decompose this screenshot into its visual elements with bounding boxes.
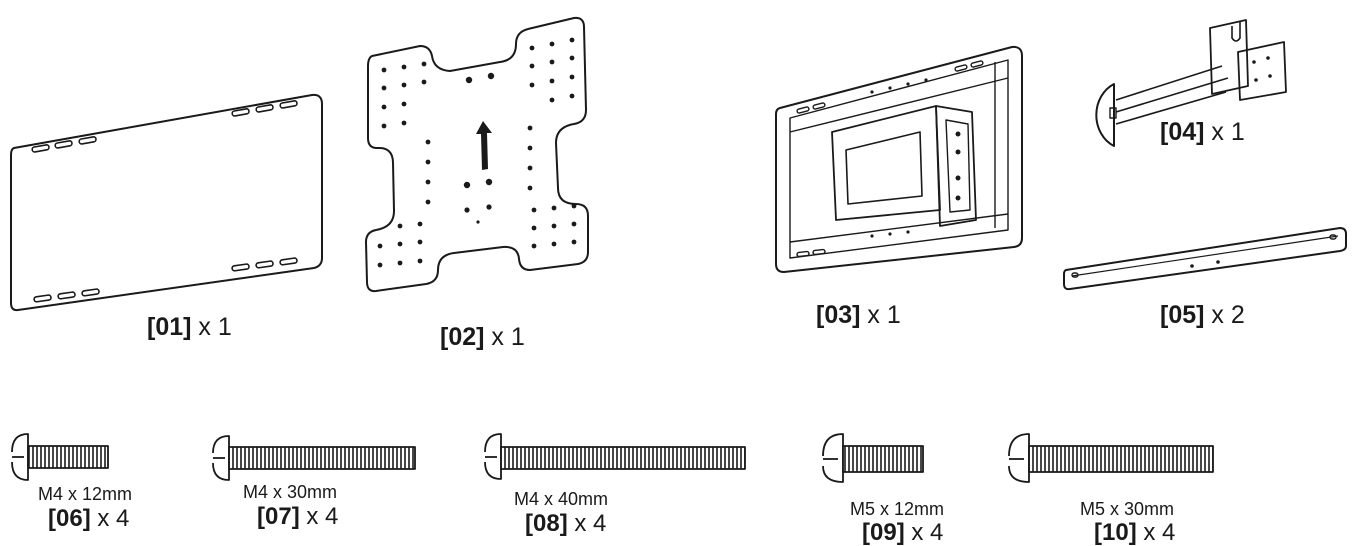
screw-06-id: [06]	[48, 505, 91, 532]
screw-09-id: [09]	[862, 519, 905, 546]
screw-09-size: M5 x 12mm	[850, 499, 945, 519]
part-02-id: [02]	[440, 323, 485, 351]
part-04-id: [04]	[1160, 118, 1205, 146]
screw-09-label: [09] x 4	[862, 521, 943, 545]
screw-08-id: [08]	[525, 510, 568, 537]
part-03-wall-frame	[775, 45, 1023, 273]
part-05-qty: x 2	[1211, 301, 1245, 329]
part-03-id: [03]	[816, 301, 861, 329]
part-03-qty: x 1	[867, 301, 901, 329]
screw-07-label: [07] x 4	[257, 505, 338, 529]
part-01-label: [01] x 1	[147, 315, 232, 340]
part-04-bracket	[1095, 19, 1287, 147]
screw-10-label: [10] x 4	[1094, 521, 1175, 545]
screw-06-label: [06] x 4	[48, 507, 129, 531]
adapter-holes	[377, 37, 577, 268]
part-05-label: [05] x 2	[1160, 303, 1245, 328]
up-arrow-icon	[476, 121, 492, 170]
screw-10-qty: x 4	[1143, 519, 1176, 546]
screw-07-qty: x 4	[306, 503, 339, 530]
screw-10	[1008, 433, 1214, 483]
screw-06-qty: x 4	[97, 505, 130, 532]
screw-08-qty: x 4	[574, 510, 607, 537]
screw-09-qty: x 4	[911, 519, 944, 546]
screw-08-label: [08] x 4	[525, 512, 606, 536]
screw-07-id: [07]	[257, 503, 300, 530]
screw-06-size: M4 x 12mm	[38, 484, 133, 504]
part-01-plate	[10, 93, 323, 312]
screw-10-size: M5 x 30mm	[1080, 499, 1175, 519]
screw-08-size: M4 x 40mm	[514, 489, 609, 509]
part-01-id: [01]	[147, 313, 192, 341]
screw-09	[822, 433, 924, 483]
part-04-qty: x 1	[1211, 118, 1245, 146]
screw-08	[484, 433, 746, 480]
part-05-id: [05]	[1160, 301, 1205, 329]
screw-10-id: [10]	[1094, 519, 1137, 546]
screw-07-size: M4 x 30mm	[243, 482, 338, 502]
part-04-label: [04] x 1	[1160, 120, 1245, 145]
part-02-qty: x 1	[491, 323, 525, 351]
part-05-rail	[1063, 227, 1347, 291]
part-03-label: [03] x 1	[816, 303, 901, 328]
part-02-adapter-plate	[365, 16, 589, 293]
screw-07	[212, 435, 416, 481]
part-02-label: [02] x 1	[440, 325, 525, 350]
screw-06	[11, 433, 109, 481]
part-01-qty: x 1	[198, 313, 232, 341]
